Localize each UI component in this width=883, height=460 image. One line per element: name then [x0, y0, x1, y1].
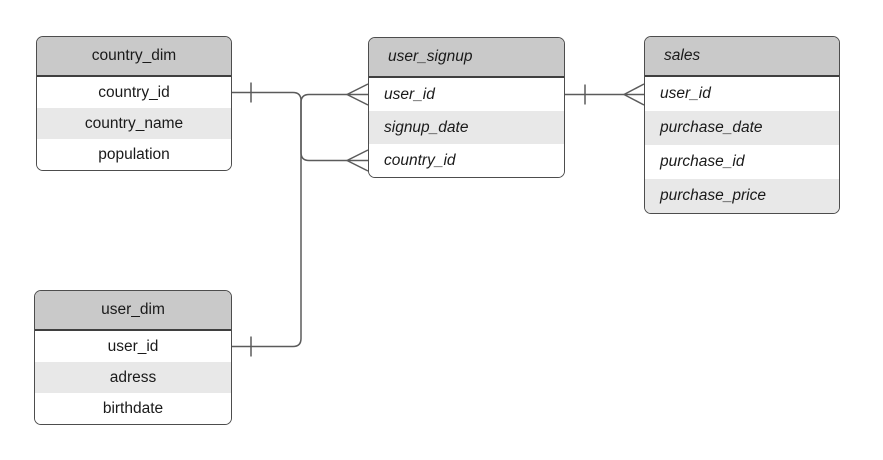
field-row-signup-date[interactable]: signup_date [369, 111, 564, 144]
field-row-country-name[interactable]: country_name [37, 108, 231, 139]
connector-user-dim-to-user-signup[interactable] [232, 83, 369, 357]
connector-country-dim-to-user-signup[interactable] [232, 82, 369, 172]
entity-country-dim[interactable]: country_dim country_id country_name popu… [36, 36, 232, 171]
field-row-user-id[interactable]: user_id [35, 331, 231, 362]
field-row-user-id[interactable]: user_id [645, 77, 839, 111]
crow-foot-many-icon [346, 83, 369, 106]
entity-title[interactable]: country_dim [37, 37, 231, 77]
connector-line [232, 91, 347, 162]
field-row-population[interactable]: population [37, 139, 231, 170]
crow-foot-many-icon [623, 83, 645, 106]
field-row-country-id[interactable]: country_id [369, 144, 564, 177]
entity-title[interactable]: sales [645, 37, 839, 77]
field-row-purchase-date[interactable]: purchase_date [645, 111, 839, 145]
field-row-purchase-price[interactable]: purchase_price [645, 179, 839, 213]
crow-foot-many-icon [346, 149, 369, 172]
field-row-user-id[interactable]: user_id [369, 78, 564, 111]
entity-sales[interactable]: sales user_id purchase_date purchase_id … [644, 36, 840, 214]
field-row-purchase-id[interactable]: purchase_id [645, 145, 839, 179]
field-row-birthdate[interactable]: birthdate [35, 393, 231, 424]
connector-user-signup-to-sales[interactable] [565, 83, 645, 106]
field-row-adress[interactable]: adress [35, 362, 231, 393]
entity-user-signup[interactable]: user_signup user_id signup_date country_… [368, 37, 565, 178]
field-row-country-id[interactable]: country_id [37, 77, 231, 108]
entity-user-dim[interactable]: user_dim user_id adress birthdate [34, 290, 232, 425]
connector-line [232, 93, 347, 348]
entity-title[interactable]: user_dim [35, 291, 231, 331]
entity-title[interactable]: user_signup [369, 38, 564, 78]
